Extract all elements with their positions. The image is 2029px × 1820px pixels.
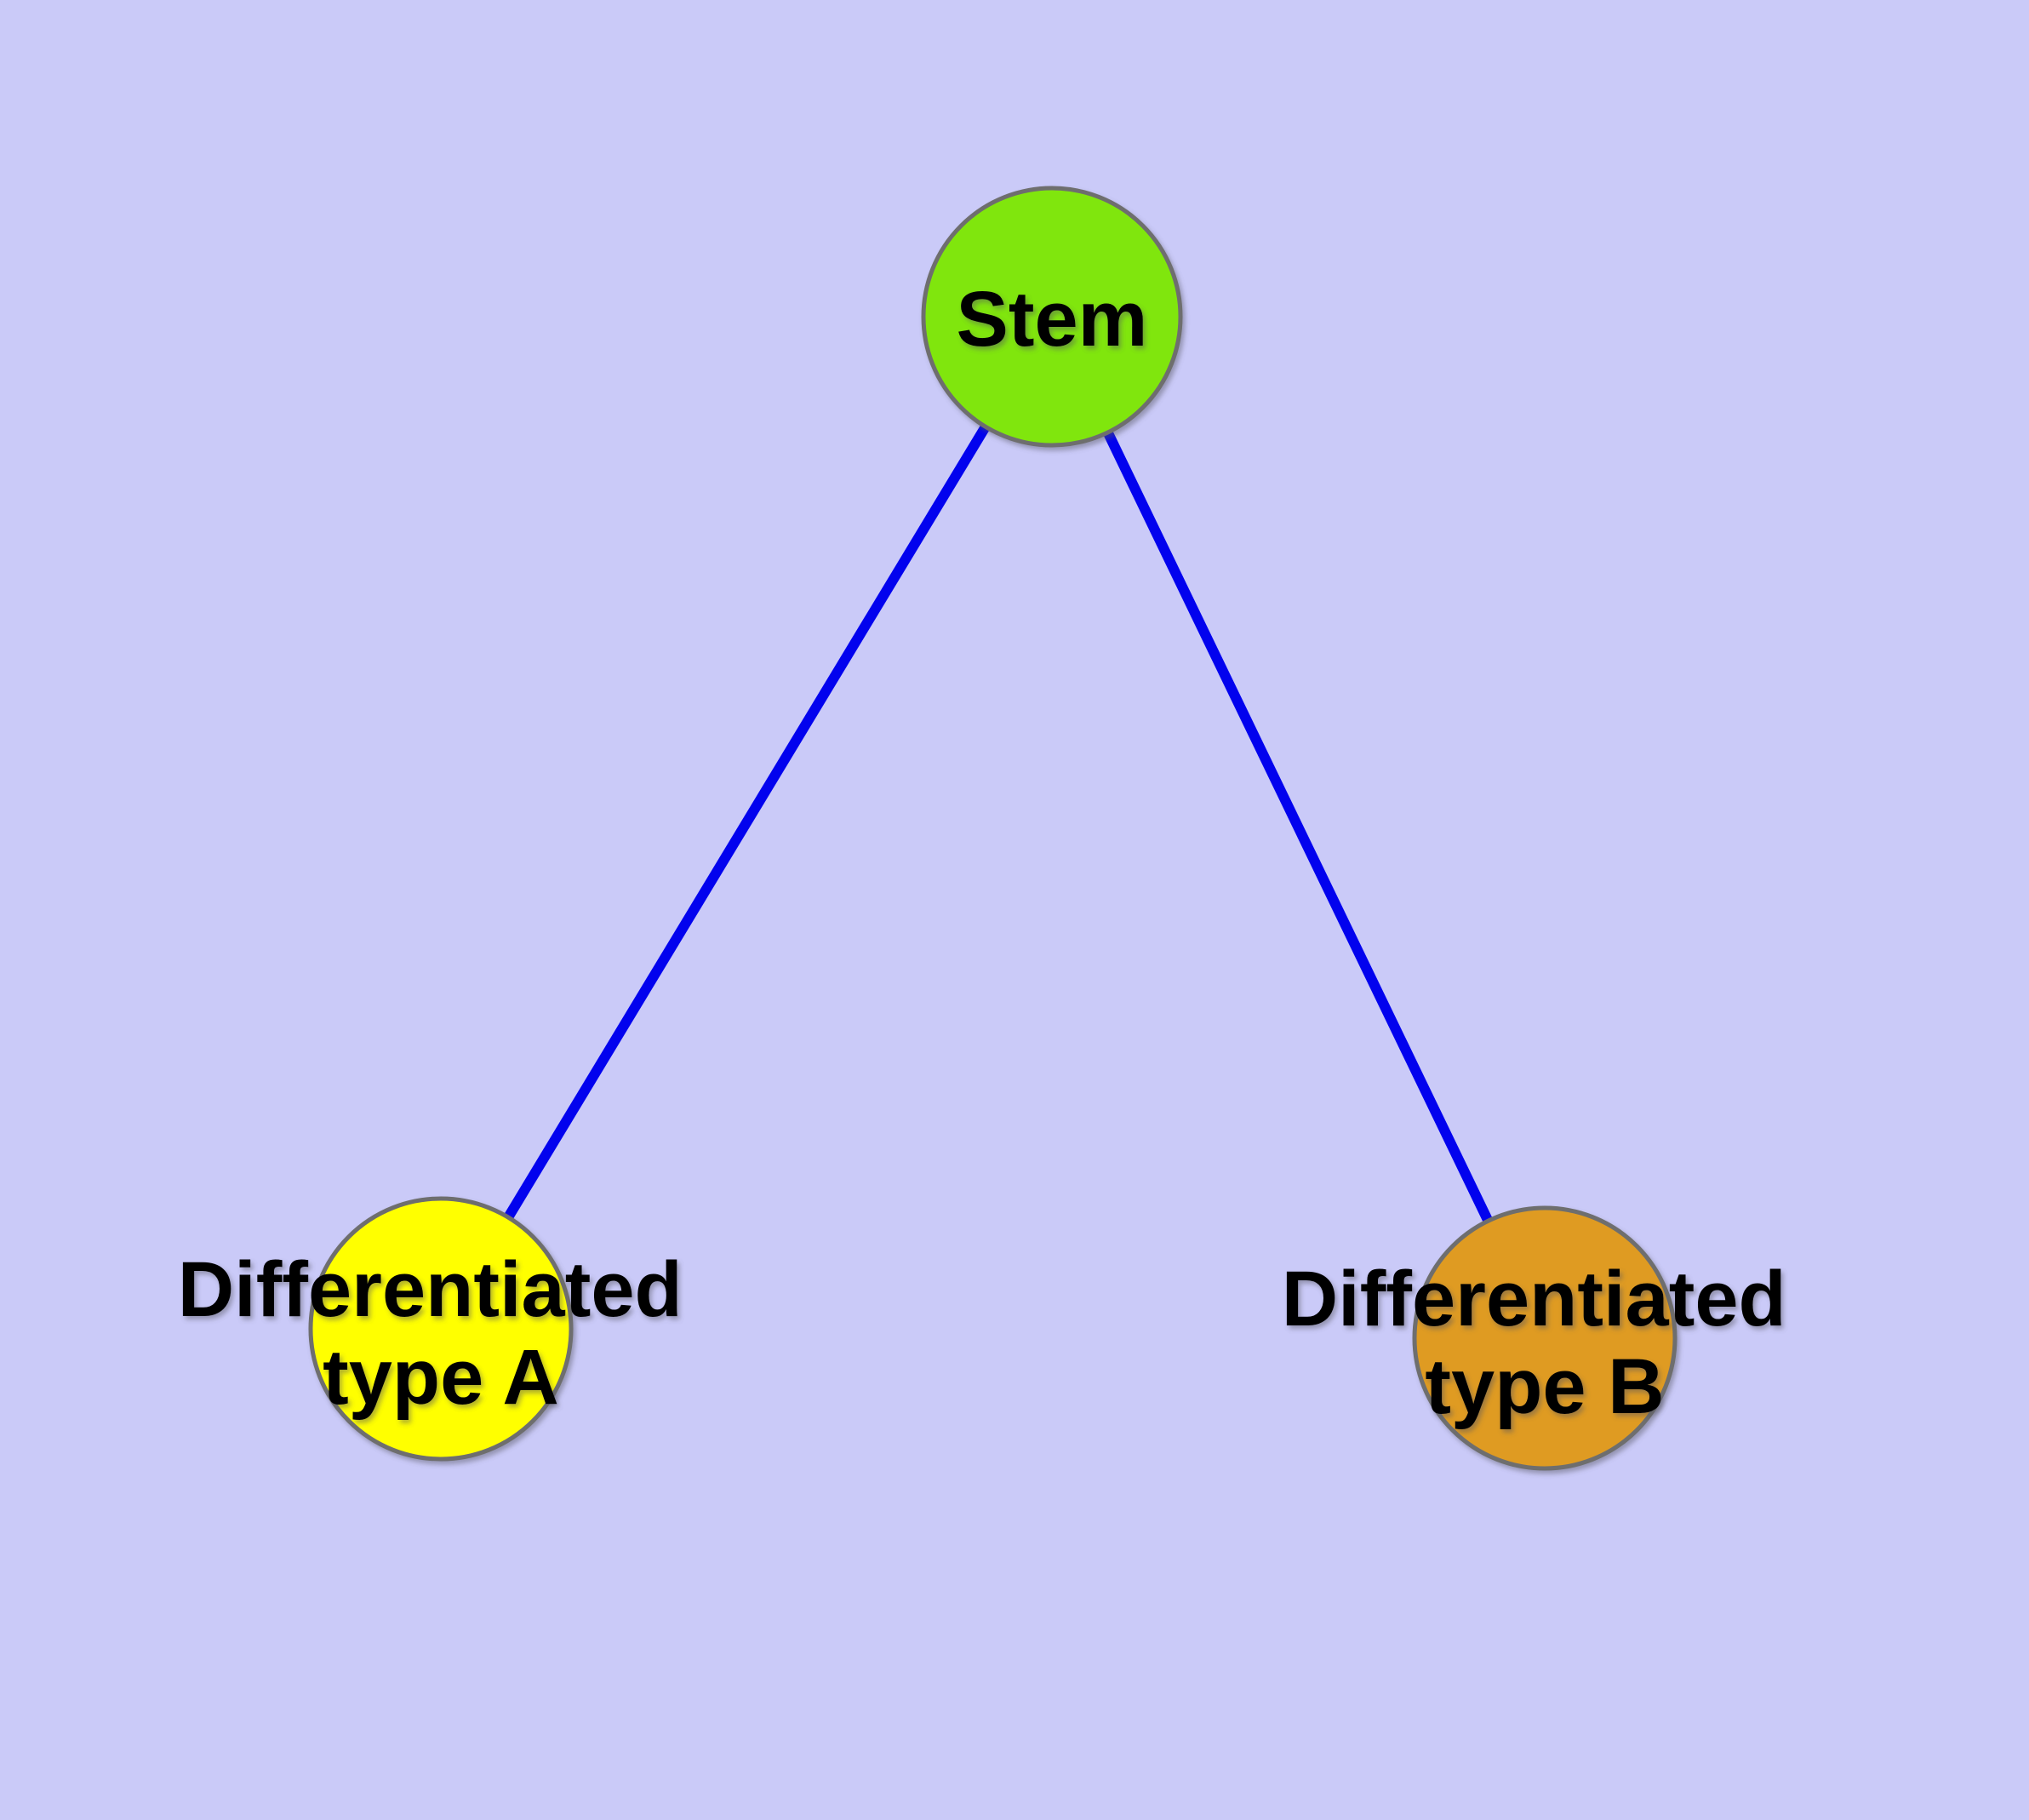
node-differentiated-type-b: Differentiated type B: [1282, 1205, 1809, 1471]
node-differentiated-type-b-label-line-2: type B: [1425, 1343, 1664, 1430]
edges: [436, 313, 1550, 1341]
edge-stem-to-type-a: [436, 313, 1057, 1332]
edge-stem-to-type-b: [1047, 314, 1550, 1341]
node-stem-circle: [921, 186, 1183, 448]
node-differentiated-type-b-label-line-1: Differentiated: [1282, 1256, 1786, 1342]
node-differentiated-type-a-label-line-2: type A: [323, 1334, 559, 1421]
node-differentiated-type-a-label-line-1: Differentiated: [178, 1246, 683, 1333]
node-differentiated-type-a-label: Differentiated type A: [178, 1246, 705, 1421]
node-stem: Stem: [921, 186, 1183, 448]
node-differentiated-type-a-circle: [308, 1196, 574, 1462]
node-differentiated-type-b-label: Differentiated type B: [1282, 1256, 1809, 1430]
node-stem-label: Stem: [957, 276, 1148, 363]
node-differentiated-type-a: Differentiated type A: [178, 1196, 705, 1462]
node-differentiated-type-b-circle: [1412, 1205, 1677, 1471]
node-stem-label-line-1: Stem: [957, 276, 1148, 363]
